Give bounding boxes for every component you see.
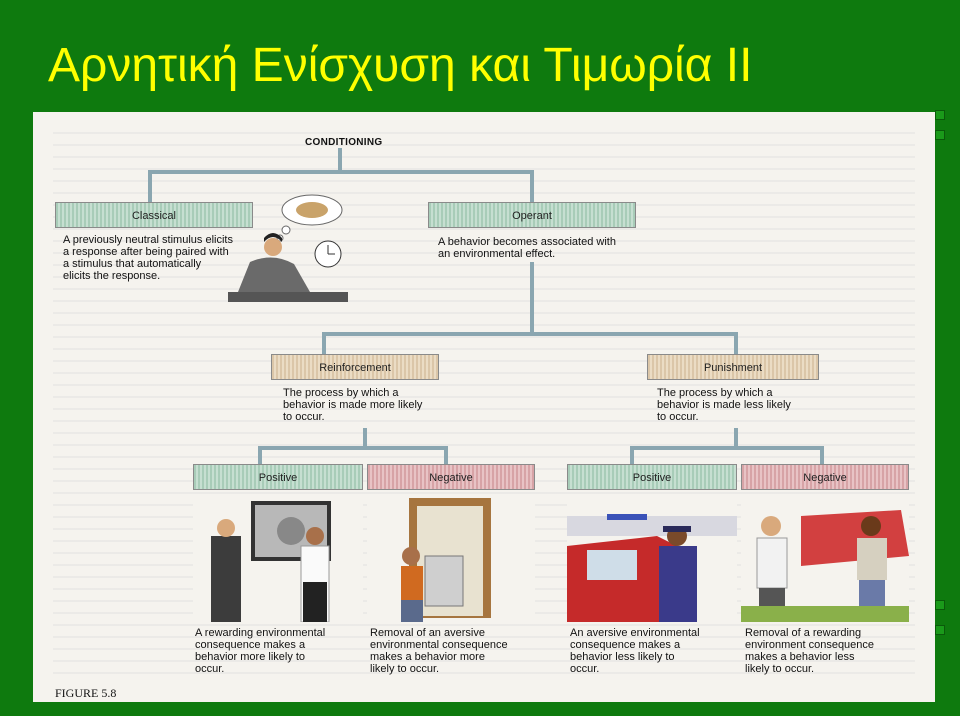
connector-line [530, 170, 534, 204]
negative-reinforcement-illustration [367, 496, 535, 622]
connector-line [148, 170, 534, 174]
connector-line [630, 446, 634, 464]
punishment-description: The process by which a behavior is made … [657, 387, 791, 423]
connector-line [322, 332, 738, 336]
connector-line [258, 446, 448, 450]
figure-label: FIGURE 5.8 [55, 686, 117, 700]
punishment-positive-node: Positive [567, 464, 737, 490]
connector-line [338, 148, 342, 170]
connector-line [148, 170, 152, 204]
connector-line [530, 262, 534, 332]
positive-reinforcement-illustration [193, 496, 363, 622]
positive-punishment-description: An aversive environmental consequence ma… [570, 627, 700, 675]
classical-node: Classical [55, 202, 253, 228]
punishment-negative-node: Negative [741, 464, 909, 490]
punishment-node: Punishment [647, 354, 819, 380]
operant-node: Operant [428, 202, 636, 228]
connector-line [363, 428, 367, 448]
operant-description: A behavior becomes associated with an en… [438, 236, 616, 260]
reinforcement-description: The process by which a behavior is made … [283, 387, 423, 423]
connector-line [734, 428, 738, 448]
decorative-square [935, 130, 945, 140]
connector-line [258, 446, 262, 464]
classical-description: A previously neutral stimulus elicits a … [63, 234, 233, 282]
decorative-square [935, 600, 945, 610]
decorative-square [935, 110, 945, 120]
root-node-label: CONDITIONING [305, 137, 383, 148]
connector-line [444, 446, 448, 464]
connector-line [322, 332, 326, 354]
positive-reinforcement-description: A rewarding environmental consequence ma… [195, 627, 326, 675]
classical-illustration [228, 192, 348, 302]
connector-line [734, 332, 738, 354]
connector-line [820, 446, 824, 464]
decorative-square [935, 625, 945, 635]
reinforcement-node: Reinforcement [271, 354, 439, 380]
slide-title: Αρνητική Ενίσχυση και Τιμωρία ΙΙ [48, 39, 753, 92]
positive-punishment-illustration [567, 496, 737, 622]
negative-punishment-description: Removal of a rewarding environment conse… [745, 627, 875, 675]
reinforcement-negative-node: Negative [367, 464, 535, 490]
figure-panel: CONDITIONING Classical A previously neut… [33, 112, 935, 702]
negative-reinforcement-description: Removal of an aversive environmental con… [370, 627, 508, 675]
connector-line [630, 446, 824, 450]
negative-punishment-illustration [741, 496, 909, 622]
reinforcement-positive-node: Positive [193, 464, 363, 490]
